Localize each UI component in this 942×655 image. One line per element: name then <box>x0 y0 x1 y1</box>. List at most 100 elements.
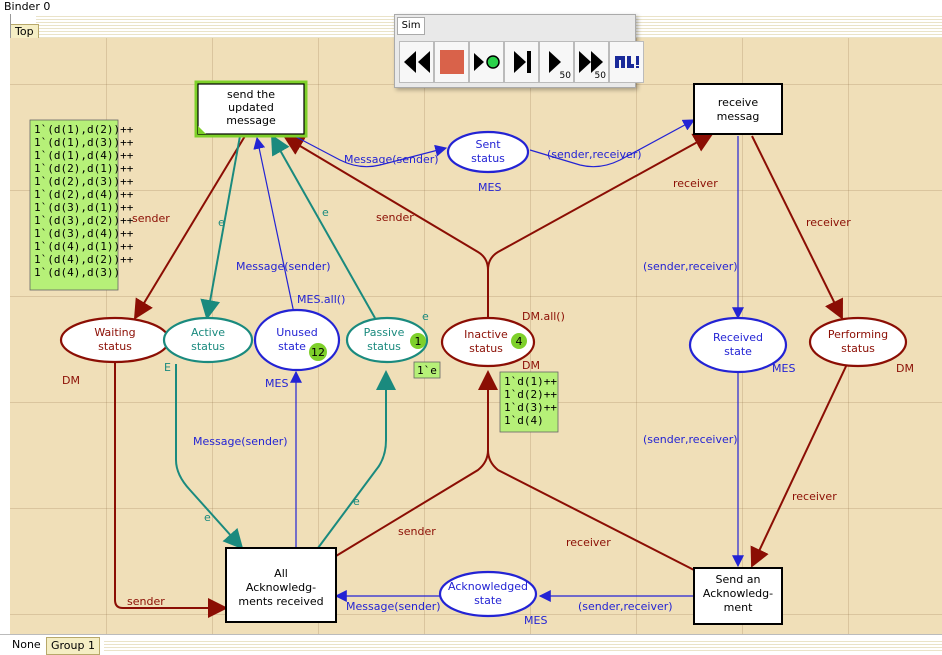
play-50-icon <box>548 51 561 73</box>
arc-label-msg-sender-2: Message(sender) <box>236 260 331 273</box>
left-marking-1: 1`(d(1),d(2))++ <box>34 123 134 136</box>
arc-label-e-2: e <box>322 206 329 219</box>
place-inactive[interactable]: Inactive status 4 <box>440 316 536 368</box>
arc-label-receiver-3: receiver <box>792 490 837 503</box>
unused-l2: state <box>278 340 306 353</box>
stop-icon <box>439 50 464 74</box>
unused-type: MES <box>265 377 288 390</box>
receive-l2: messag <box>717 110 760 123</box>
received-l1: Received <box>713 331 763 344</box>
arc-label-sr-3: (sender,receiver) <box>643 433 738 446</box>
stop-button[interactable] <box>434 41 469 83</box>
sim-tab[interactable]: Sim <box>397 17 425 35</box>
waiting-l1: Waiting <box>94 326 135 339</box>
left-marking-5: 1`(d(2),d(3))++ <box>34 175 134 188</box>
receive-l1: receive <box>718 96 758 109</box>
left-marking-11: 1`(d(4),d(2))++ <box>34 253 134 266</box>
left-marking-2: 1`(d(1),d(3))++ <box>34 136 134 149</box>
sent-l1: Sent <box>475 138 501 151</box>
fast-forward-50-button[interactable]: 50 <box>574 41 609 83</box>
received-l2: state <box>724 345 752 358</box>
place-unused[interactable]: Unused state 12 <box>253 308 341 372</box>
inactive-l1: Inactive <box>464 328 508 341</box>
arc-send-to-waiting[interactable] <box>133 135 246 320</box>
status-stripes <box>104 639 942 653</box>
inactive-tokens: 4 <box>516 335 523 348</box>
all-ack-l3: ments received <box>238 595 323 608</box>
arc-active-to-allack[interactable] <box>175 364 244 550</box>
step-forward-button[interactable] <box>504 41 539 83</box>
tab-top[interactable]: Top <box>10 24 39 39</box>
passive-type: e <box>422 310 429 323</box>
left-marking: 1`(d(1),d(2))++ 1`(d(1),d(3))++ 1`(d(1),… <box>34 123 134 279</box>
arc-unused-to-send[interactable] <box>253 136 296 319</box>
active-l2: status <box>191 340 225 353</box>
place-received[interactable]: Received state <box>688 316 788 374</box>
all-ack-l1: All <box>274 567 288 580</box>
arc-sent-to-receive[interactable] <box>529 119 696 168</box>
inactive-marking-3: 1`d(3)++ <box>504 401 557 414</box>
left-marking-9: 1`(d(3),d(4))++ <box>34 227 134 240</box>
acknowledged-type: MES <box>524 614 547 627</box>
arc-receive-to-performing[interactable] <box>751 135 843 320</box>
arc-inactive-to-receive[interactable] <box>487 133 714 271</box>
sent-type: MES <box>478 181 501 194</box>
rewind-button[interactable] <box>399 41 434 83</box>
arc-label-sr-2: (sender,receiver) <box>643 260 738 273</box>
passive-tokens: 1 <box>415 335 422 348</box>
net-canvas[interactable]: send the updated message receive messag … <box>10 38 942 634</box>
left-marking-8: 1`(d(3),d(2))++ <box>34 214 134 227</box>
arc-label-msg-sender-4: Message(sender) <box>346 600 441 613</box>
arc-send-to-sent[interactable] <box>282 129 448 168</box>
arc-label-e-3: e <box>204 511 211 524</box>
inactive-marking-2: 1`d(2)++ <box>504 388 557 401</box>
arc-performing-to-sendack[interactable] <box>750 361 849 568</box>
transition-all-ack[interactable]: All Acknowledg- ments received <box>225 547 337 623</box>
play-one-button[interactable] <box>469 41 504 83</box>
transition-send-updated[interactable]: send the updated message <box>194 80 308 138</box>
sim-palette[interactable]: Sim 50 50 <box>394 14 644 88</box>
transition-receive[interactable]: receive messag <box>693 83 783 135</box>
play-one-icon <box>473 53 500 71</box>
place-waiting[interactable]: Waiting status <box>59 316 171 364</box>
arc-label-sr-4: (sender,receiver) <box>578 600 673 613</box>
place-passive[interactable]: Passive status 1 <box>345 316 429 364</box>
transition-send-ack[interactable]: Send an Acknowledg- ment <box>693 567 783 625</box>
ml-evaluate-button[interactable] <box>609 41 644 83</box>
status-tab-group[interactable]: Group 1 <box>46 637 100 655</box>
waiting-l2: status <box>98 340 132 353</box>
arc-send-to-active[interactable] <box>200 135 241 320</box>
arc-waiting-to-allack[interactable] <box>114 362 228 618</box>
arc-label-sender-3: sender <box>398 525 436 538</box>
rewind-icon <box>403 51 430 73</box>
arc-label-sender-2: sender <box>376 211 414 224</box>
active-l1: Active <box>191 326 225 339</box>
arc-sendack-to-inactive[interactable] <box>487 449 695 571</box>
all-ack-l2: Acknowledg- <box>246 581 316 594</box>
performing-type: DM <box>896 362 914 375</box>
send-ack-l2: Acknowledg- <box>703 587 773 600</box>
unused-l1: Unused <box>276 326 317 339</box>
inactive-marking-1: 1`d(1)++ <box>504 375 557 388</box>
place-active[interactable]: Active status <box>162 316 254 364</box>
send-ack-l1: Send an <box>716 573 761 586</box>
place-acknowledged[interactable]: Acknowledged state <box>438 570 538 618</box>
arc-label-sr-1: (sender,receiver) <box>547 148 642 161</box>
unused-init: MES.all() <box>297 293 345 306</box>
place-sent[interactable]: Sent status <box>446 130 530 174</box>
performing-l1: Performing <box>828 328 888 341</box>
left-marking-3: 1`(d(1),d(4))++ <box>34 149 134 162</box>
left-marking-10: 1`(d(4),d(1))++ <box>34 240 134 253</box>
arc-label-sender-1: sender <box>132 212 170 225</box>
inactive-marking-4: 1`d(4) <box>504 414 544 427</box>
send-updated-l2: updated <box>228 101 274 114</box>
play-50-count: 50 <box>559 71 571 81</box>
arc-allack-to-passive[interactable] <box>317 370 396 549</box>
sent-l2: status <box>471 152 505 165</box>
sim-toolbar: 50 50 <box>399 41 644 83</box>
status-tab-none[interactable]: None <box>12 638 41 651</box>
arc-passive-to-send[interactable] <box>271 134 376 319</box>
play-50-button[interactable]: 50 <box>539 41 574 83</box>
place-performing[interactable]: Performing status <box>808 316 908 368</box>
acknowledged-l2: state <box>474 594 502 607</box>
